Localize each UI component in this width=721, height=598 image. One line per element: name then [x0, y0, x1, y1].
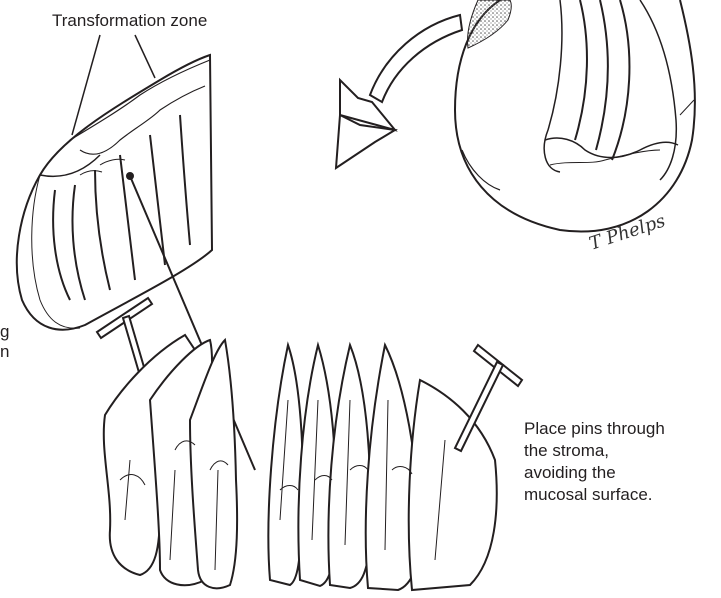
cropped-label-fragment-2: n — [0, 342, 9, 362]
cervix-drawing — [455, 0, 695, 232]
right-tissue-strips — [268, 345, 496, 590]
pins-instruction-note: Place pins through the stroma, avoiding … — [524, 418, 665, 506]
transformation-zone-label: Transformation zone — [52, 11, 207, 31]
pins-note-line-1: Place pins through — [524, 418, 665, 440]
pins-note-line-3: avoiding the — [524, 462, 665, 484]
left-tissue-strips — [104, 335, 237, 588]
pins-note-line-4: mucosal surface. — [524, 484, 665, 506]
pins-note-line-2: the stroma, — [524, 440, 665, 462]
cervical-wedge — [17, 55, 212, 330]
rotation-arrow — [336, 15, 462, 168]
cropped-label-fragment-1: g — [0, 322, 9, 342]
right-pin — [455, 345, 522, 451]
